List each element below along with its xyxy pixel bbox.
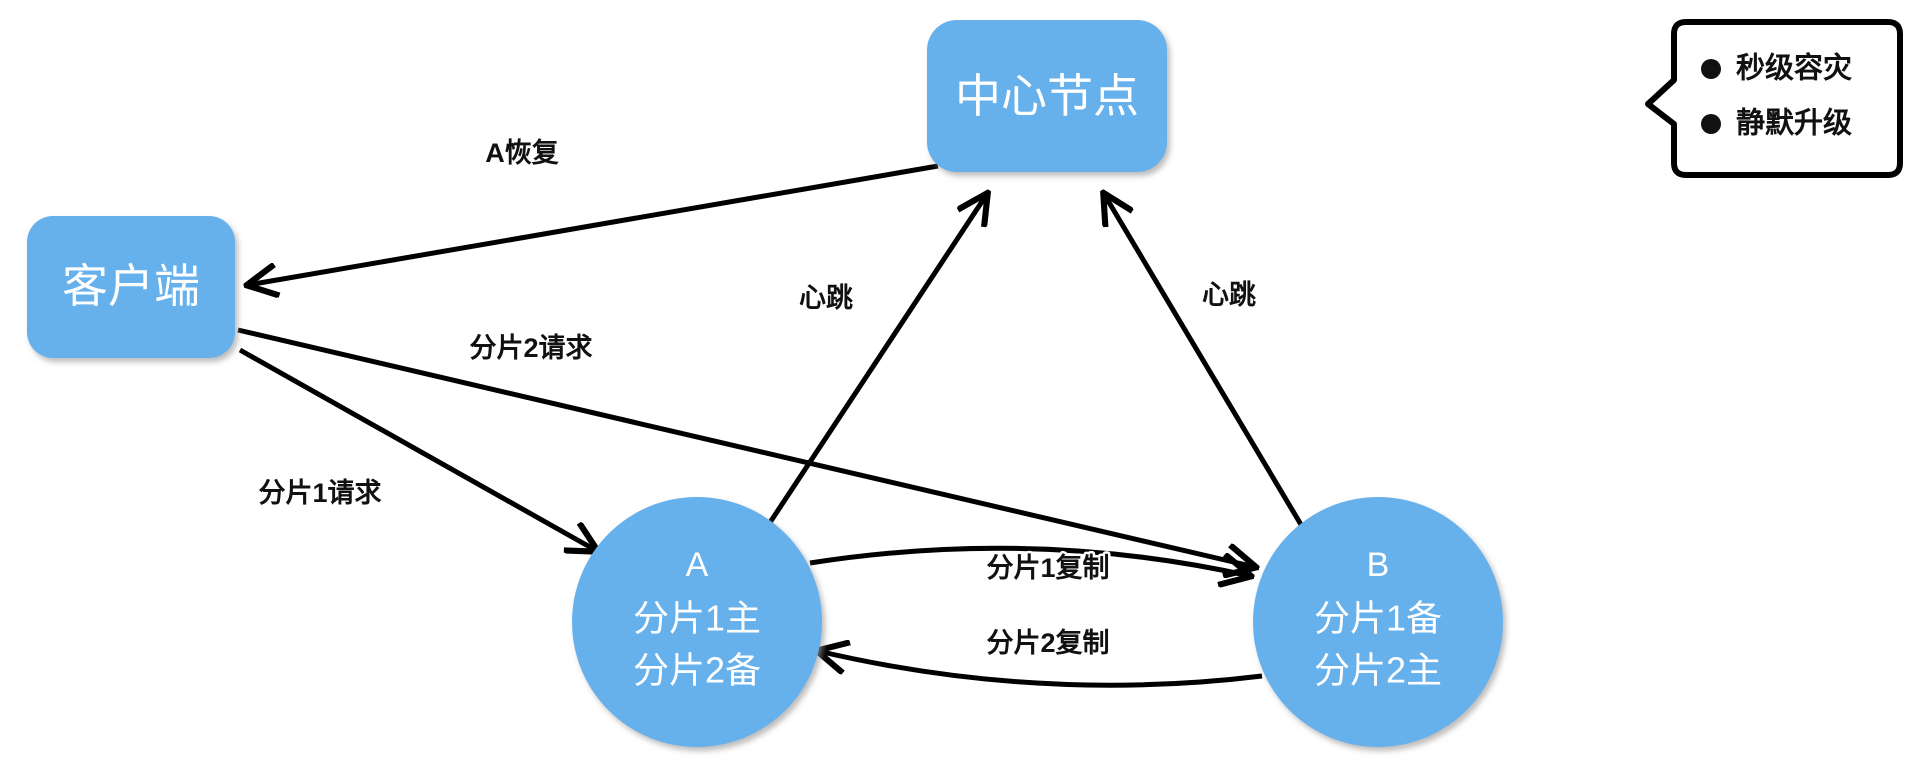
callout-box: 秒级容灾 静默升级: [1645, 19, 1903, 178]
callout-item-0-label: 秒级容灾: [1736, 51, 1852, 85]
edge-label-group: A恢复 分片2请求 分片1请求 心跳 心跳 分片1复制 分片2复制: [256, 136, 1259, 661]
center-node-label: 中心节点: [955, 70, 1139, 122]
edge-a-recover-label: A恢复: [485, 138, 559, 168]
edge-shard1-request-line: [238, 347, 597, 551]
node-b[interactable]: B 分片1备 分片2主: [1253, 497, 1503, 747]
node-b-title: B: [1367, 546, 1390, 584]
edge-shard2-replicate-line: [818, 651, 1263, 688]
edge-shard2-request-label: 分片2请求: [469, 333, 592, 363]
center-node-shape: [927, 20, 1167, 172]
node-b-shape: [1253, 497, 1503, 747]
edge-heartbeat-a-label: 心跳: [799, 283, 853, 313]
node-b-line2: 分片2主: [1314, 650, 1442, 691]
callout-item-1-label: 静默升级: [1736, 107, 1852, 140]
node-a[interactable]: A 分片1主 分片2备: [572, 497, 822, 747]
edge-a-recover-line: [248, 163, 939, 285]
client-node-label: 客户端: [62, 260, 200, 312]
callout-bullet-icon: [1701, 59, 1721, 79]
node-a-shape: [572, 497, 822, 747]
center-node[interactable]: 中心节点: [927, 20, 1167, 172]
edge-shard1-request-label: 分片1请求: [258, 478, 381, 508]
callout-outline: [1645, 19, 1903, 178]
edge-heartbeat-b-label: 心跳: [1202, 280, 1256, 310]
edge-heartbeat-b-line: [1104, 194, 1306, 530]
edge-shard1-replicate-label: 分片1复制: [986, 553, 1109, 583]
edge-heartbeat-a-line: [764, 194, 987, 529]
node-a-line2: 分片2备: [633, 650, 761, 691]
edge-group: [237, 163, 1306, 688]
client-node-shape: [27, 216, 235, 358]
node-a-line1: 分片1主: [633, 598, 761, 639]
client-node[interactable]: 客户端: [27, 216, 235, 358]
node-b-line1: 分片1备: [1314, 598, 1442, 639]
callout-bullet-icon: [1701, 114, 1721, 134]
edge-shard1-replicate-line: [809, 545, 1250, 576]
edge-shard2-replicate-label: 分片2复制: [986, 628, 1109, 658]
node-a-title: A: [686, 546, 709, 584]
edge-shard2-request-line: [237, 327, 1255, 567]
